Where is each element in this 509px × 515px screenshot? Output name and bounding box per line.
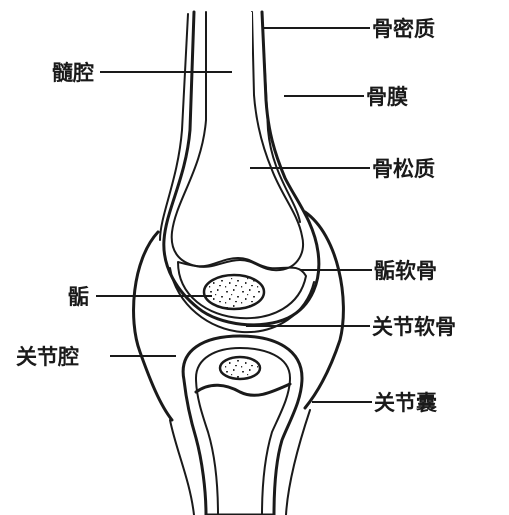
label-joint-cavity: 关节腔 (16, 345, 79, 369)
label-compact-bone: 骨密质 (372, 17, 435, 41)
medullary-cavity-area (208, 12, 252, 113)
tibia-epiphyseal-plate (196, 384, 290, 395)
label-epiphysis: 骺 (68, 285, 89, 309)
joint-capsule-outline-right (305, 212, 343, 408)
label-periosteum: 骨膜 (366, 85, 408, 109)
label-articular-cartilage: 关节软骨 (372, 315, 456, 339)
label-medullary-cavity: 髓腔 (52, 61, 94, 85)
tibia-ossification-center (220, 357, 260, 379)
label-epiphyseal-cartilage: 骺软骨 (374, 259, 437, 283)
label-joint-capsule: 关节囊 (374, 391, 437, 415)
epiphysis-ossification-center (204, 275, 264, 309)
femur-periosteum (160, 14, 188, 240)
tibia-periosteum-left (170, 420, 194, 515)
label-spongy-bone: 骨松质 (372, 157, 435, 181)
